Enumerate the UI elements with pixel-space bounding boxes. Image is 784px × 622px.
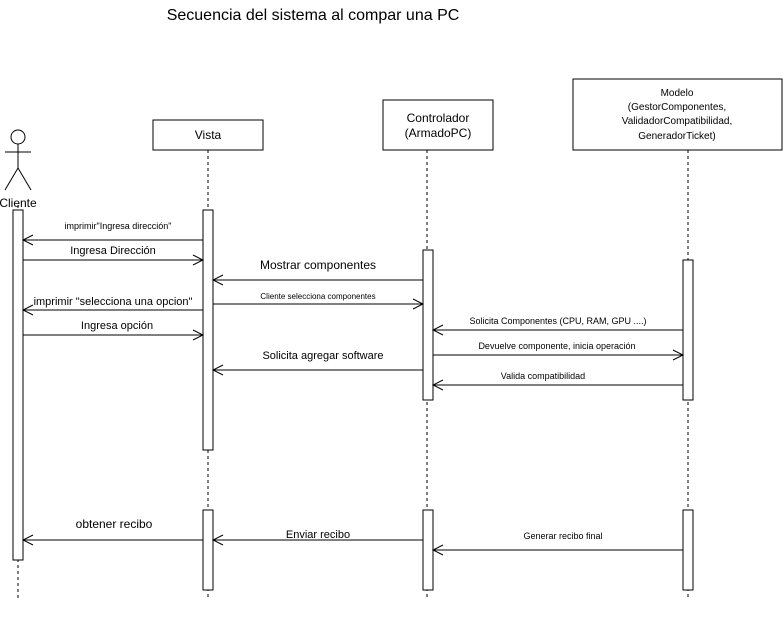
message-label-7: Solicita Componentes (CPU, RAM, GPU ....…: [469, 316, 646, 326]
activation-cliente: [12, 209, 24, 561]
message-label-9: Solicita agregar software: [262, 350, 383, 362]
participant-modelo-line-4: GeneradorTicket): [638, 131, 715, 142]
participant-vista-box: [152, 119, 264, 151]
participant-modelo-box: [572, 78, 783, 151]
actor-cliente-label: Cliente: [0, 196, 37, 210]
message-label-12: Enviar recibo: [286, 529, 350, 541]
activation-vista-2: [202, 509, 214, 591]
messages: [23, 240, 683, 550]
activation-controlador-1: [422, 249, 434, 401]
activation-controlador-2: [422, 509, 434, 591]
message-label-11: obtener recibo: [76, 517, 153, 531]
participant-controlador-line-2: (ArmadoPC): [405, 126, 472, 140]
activation-modelo-2: [682, 509, 694, 591]
message-label-10: Valida compatibilidad: [501, 371, 585, 381]
message-label-8: Devuelve componente, inicia operación: [478, 341, 635, 351]
participant-modelo-line-3: ValidadorCompatibilidad,: [622, 116, 732, 127]
activation-modelo-1: [682, 259, 694, 401]
actor-cliente: [4, 129, 32, 191]
activation-vista-1: [202, 209, 214, 451]
diagram-title: Secuencia del sistema al compar una PC: [167, 7, 460, 24]
participant-controlador-line-1: Controlador: [407, 111, 470, 125]
message-label-2: Ingresa Dirección: [70, 245, 156, 257]
message-label-1: imprimir"Ingresa dirección": [65, 221, 172, 231]
message-label-4: Cliente selecciona componentes: [260, 292, 375, 301]
participant-vista-label: Vista: [195, 128, 222, 142]
message-label-6: Ingresa opción: [81, 320, 153, 332]
participant-modelo-line-1: Modelo: [661, 88, 694, 99]
activation-bars: [12, 209, 694, 591]
actor-head: [10, 129, 26, 145]
participant-controlador-box: [382, 99, 494, 151]
message-label-13: Generar recibo final: [523, 531, 602, 541]
participant-modelo-line-2: (GestorComponentes,: [628, 102, 726, 113]
message-label-5: imprimir "selecciona una opcion": [34, 296, 193, 308]
message-label-3: Mostrar componentes: [260, 258, 376, 272]
